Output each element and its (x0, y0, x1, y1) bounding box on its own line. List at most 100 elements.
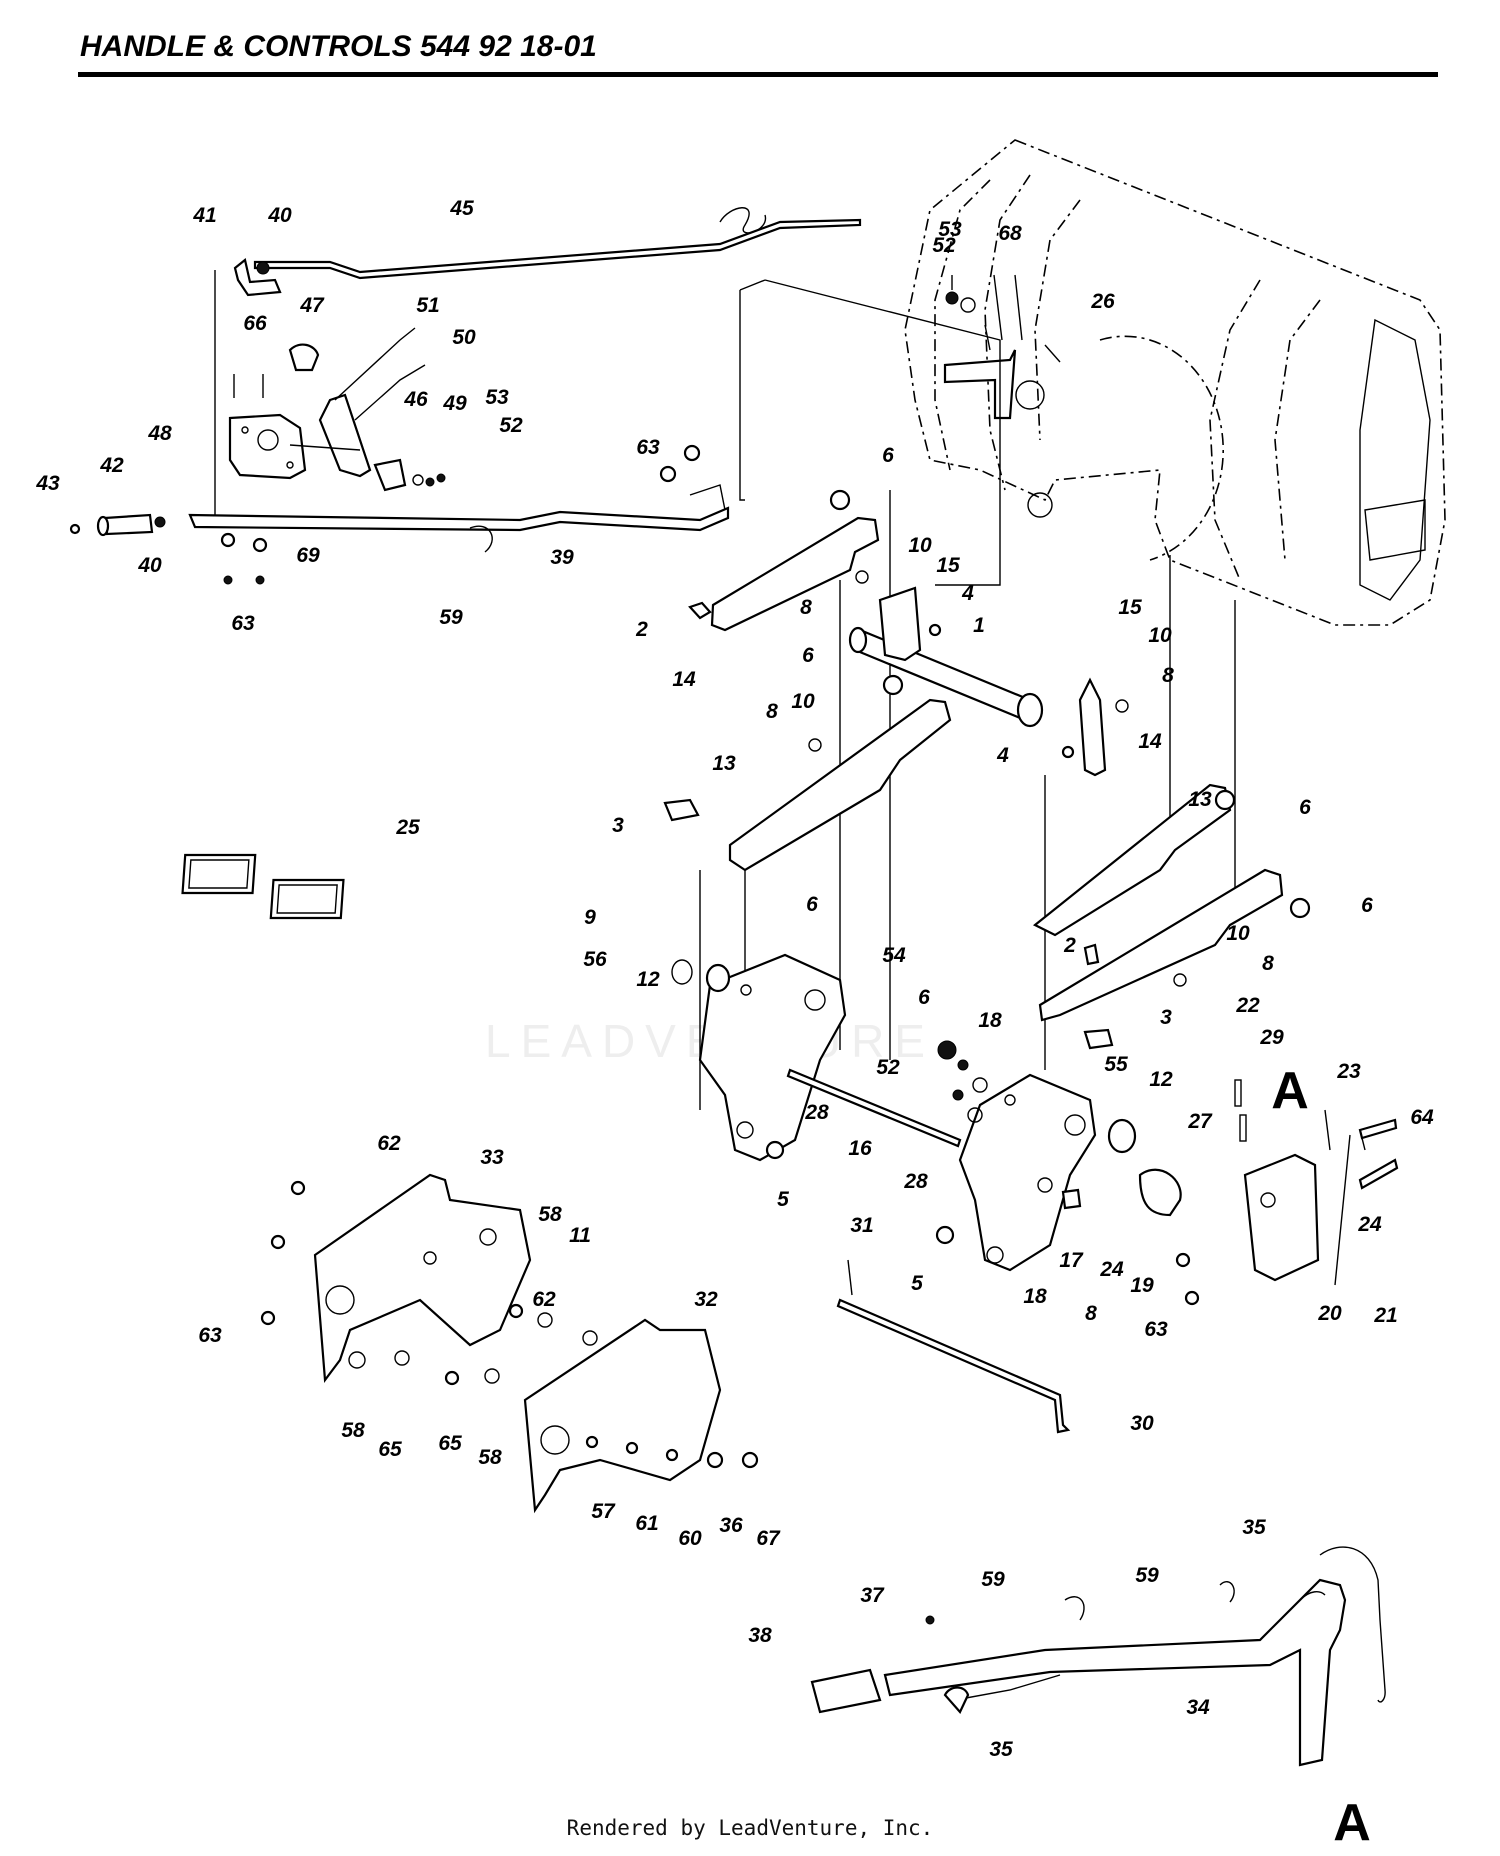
callout-3: 3 (612, 814, 624, 837)
callout-13: 13 (1188, 788, 1212, 811)
callout-41: 41 (192, 204, 216, 227)
callout-46: 46 (403, 388, 428, 411)
callout-54: 54 (882, 944, 906, 967)
callout-33: 33 (480, 1146, 504, 1169)
title-rule (78, 72, 1438, 77)
callout-10: 10 (1148, 624, 1172, 647)
callout-59: 59 (439, 606, 463, 629)
side-plates (671, 953, 1137, 1272)
callout-10: 10 (791, 690, 815, 713)
callout-62: 62 (377, 1132, 401, 1155)
callout-30: 30 (1130, 1412, 1154, 1435)
alignment-lines (214, 270, 1236, 1140)
callout-18: 18 (1023, 1285, 1047, 1308)
callout-4: 4 (961, 582, 974, 605)
callout-59: 59 (1135, 1564, 1159, 1587)
reference-mark-A-0: A (1271, 1062, 1309, 1120)
callout-52: 52 (499, 414, 523, 437)
callout-52: 52 (932, 234, 956, 257)
callout-26: 26 (1090, 290, 1115, 313)
lower-handle-assembly (810, 1546, 1386, 1767)
callout-43: 43 (35, 472, 60, 495)
callout-28: 28 (903, 1170, 928, 1193)
callout-29: 29 (1259, 1026, 1284, 1049)
callout-52: 52 (876, 1056, 900, 1079)
callout-58: 58 (341, 1419, 365, 1442)
callout-48: 48 (147, 422, 172, 445)
callout-49: 49 (442, 392, 467, 415)
callout-15: 15 (1118, 596, 1142, 619)
callout-32: 32 (694, 1288, 718, 1311)
callout-8: 8 (800, 596, 812, 619)
mounting-plates (260, 1173, 759, 1514)
callout-45: 45 (449, 197, 474, 220)
reference-mark-A-1: A (1333, 1794, 1371, 1852)
callout-42: 42 (99, 454, 124, 477)
callout-25: 25 (395, 816, 420, 839)
callout-14: 14 (1138, 730, 1162, 753)
callout-18: 18 (978, 1009, 1002, 1032)
callout-17: 17 (1059, 1249, 1084, 1272)
linkage-arms (663, 489, 1311, 1060)
callout-34: 34 (1186, 1696, 1210, 1719)
callout-5: 5 (911, 1272, 923, 1295)
callout-63: 63 (1144, 1318, 1168, 1341)
callout-53: 53 (485, 386, 509, 409)
callout-6: 6 (806, 893, 818, 916)
diagram-title: HANDLE & CONTROLS 544 92 18-01 (80, 30, 597, 63)
shift-rod (836, 1259, 1071, 1434)
callout-69: 69 (296, 544, 320, 567)
callout-8: 8 (1085, 1302, 1097, 1325)
callout-2: 2 (1063, 934, 1076, 957)
callout-61: 61 (635, 1512, 658, 1535)
callout-6: 6 (918, 986, 930, 1009)
callout-28: 28 (804, 1101, 829, 1124)
reference-marks: AA (1271, 1062, 1371, 1852)
footer-credit: Rendered by LeadVenture, Inc. (566, 1816, 934, 1840)
callout-60: 60 (678, 1527, 702, 1550)
callout-56: 56 (583, 948, 607, 971)
callout-67: 67 (756, 1527, 781, 1550)
shift-assembly (1138, 1079, 1399, 1306)
callout-4: 4 (996, 744, 1009, 767)
housing-bracket (943, 274, 1061, 420)
callout-65: 65 (438, 1432, 462, 1455)
callout-10: 10 (1226, 922, 1250, 945)
callout-47: 47 (299, 294, 325, 317)
callout-31: 31 (850, 1214, 873, 1237)
callout-8: 8 (1262, 952, 1274, 975)
callout-6: 6 (1299, 796, 1311, 819)
callout-37: 37 (860, 1584, 885, 1607)
callout-58: 58 (478, 1446, 502, 1469)
callout-6: 6 (882, 444, 894, 467)
handle-rod-assembly (69, 207, 862, 585)
callout-50: 50 (452, 326, 476, 349)
callout-3: 3 (1160, 1006, 1172, 1029)
callout-62: 62 (532, 1288, 556, 1311)
callout-24: 24 (1099, 1258, 1124, 1281)
callout-1: 1 (973, 614, 985, 637)
callout-19: 19 (1130, 1274, 1154, 1297)
callout-59: 59 (981, 1568, 1005, 1591)
decals (181, 853, 345, 920)
callout-51: 51 (416, 294, 439, 317)
callout-10: 10 (908, 534, 932, 557)
callout-65: 65 (378, 1438, 402, 1461)
callout-53: 53 (938, 218, 962, 241)
callout-9: 9 (584, 906, 596, 929)
callout-2: 2 (635, 618, 648, 641)
callout-36: 36 (719, 1514, 743, 1537)
callout-13: 13 (712, 752, 736, 775)
callout-16: 16 (848, 1137, 872, 1160)
callout-38: 38 (748, 1624, 772, 1647)
callout-6: 6 (802, 644, 814, 667)
callout-12: 12 (1149, 1068, 1173, 1091)
callout-35: 35 (1242, 1516, 1266, 1539)
callout-12: 12 (636, 968, 660, 991)
callout-23: 23 (1336, 1060, 1361, 1083)
callout-63: 63 (198, 1324, 222, 1347)
callout-24: 24 (1357, 1213, 1382, 1236)
